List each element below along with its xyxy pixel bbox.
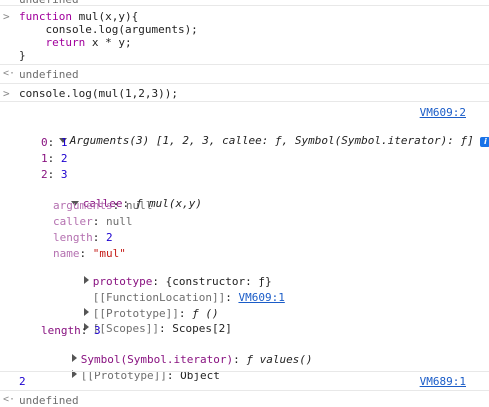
return-arrow-icon: <·	[3, 68, 16, 79]
result-value: undefined	[19, 0, 79, 6]
info-icon[interactable]: i	[480, 137, 489, 147]
console-input-entry[interactable]: > function mul(x,y){ console.log(argumen…	[0, 5, 489, 64]
expand-triangle-icon[interactable]	[58, 138, 67, 143]
code-line: return x * y;	[19, 36, 132, 49]
property-row: name: "mul"	[53, 247, 126, 260]
code-line: console.log(arguments);	[19, 23, 198, 36]
console-input-entry[interactable]: > console.log(mul(1,2,3));	[0, 83, 489, 102]
property-row: caller: null	[53, 215, 133, 228]
source-link[interactable]: VM689:1	[419, 375, 466, 388]
return-arrow-icon: <·	[3, 394, 16, 405]
log-value: 2	[19, 375, 26, 388]
expand-triangle-icon[interactable]	[83, 276, 89, 284]
expand-triangle-icon[interactable]	[83, 323, 89, 331]
expand-triangle-icon[interactable]	[71, 370, 77, 378]
expand-triangle-icon[interactable]	[70, 201, 79, 206]
console-result-entry: <· undefined	[0, 390, 489, 407]
console-entry-partial: ← undefined	[0, 0, 489, 6]
chevron-right-icon: >	[3, 87, 10, 100]
code-line: }	[19, 49, 26, 62]
property-row: length: 2	[53, 231, 113, 244]
callee-row[interactable]: callee: ƒ mul(x,y)	[31, 184, 202, 223]
property-row: 1: 2	[41, 152, 68, 165]
property-row: 0: 1	[41, 136, 68, 149]
result-value: undefined	[19, 68, 79, 81]
chevron-right-icon: >	[3, 10, 10, 23]
return-arrow-icon: ←	[3, 0, 9, 4]
prototype-row[interactable]: prototype: {constructor: ƒ}	[44, 262, 272, 301]
expand-triangle-icon[interactable]	[83, 308, 89, 316]
result-value: undefined	[19, 394, 79, 407]
arguments-summary[interactable]: Arguments(3) [1, 2, 3, callee: ƒ, Symbol…	[19, 121, 489, 160]
property-row: arguments: null	[53, 199, 153, 212]
console-result-entry: <· undefined	[0, 64, 489, 83]
console-log-entry: 2 VM689:1	[0, 371, 489, 390]
prototype-internal-row[interactable]: [[Prototype]]: ƒ ()	[44, 294, 219, 333]
property-row: 2: 3	[41, 168, 68, 181]
code-line: function mul(x,y){	[19, 10, 139, 23]
expand-triangle-icon[interactable]	[71, 354, 77, 362]
function-location-link[interactable]: VM609:1	[238, 291, 285, 304]
console-log-entry: VM609:2 Arguments(3) [1, 2, 3, callee: ƒ…	[0, 101, 489, 382]
object-prototype-row[interactable]: [[Prototype]]: Object	[32, 356, 220, 395]
symbol-iterator-row[interactable]: Symbol(Symbol.iterator): ƒ values()	[32, 340, 313, 379]
source-link[interactable]: VM609:2	[419, 106, 466, 119]
property-row: length: 3	[41, 324, 101, 337]
code-line: console.log(mul(1,2,3));	[19, 87, 178, 100]
function-location-row: [[FunctionLocation]]: VM609:1	[92, 291, 285, 304]
scopes-row[interactable]: [[Scopes]]: Scopes[2]	[44, 309, 232, 348]
